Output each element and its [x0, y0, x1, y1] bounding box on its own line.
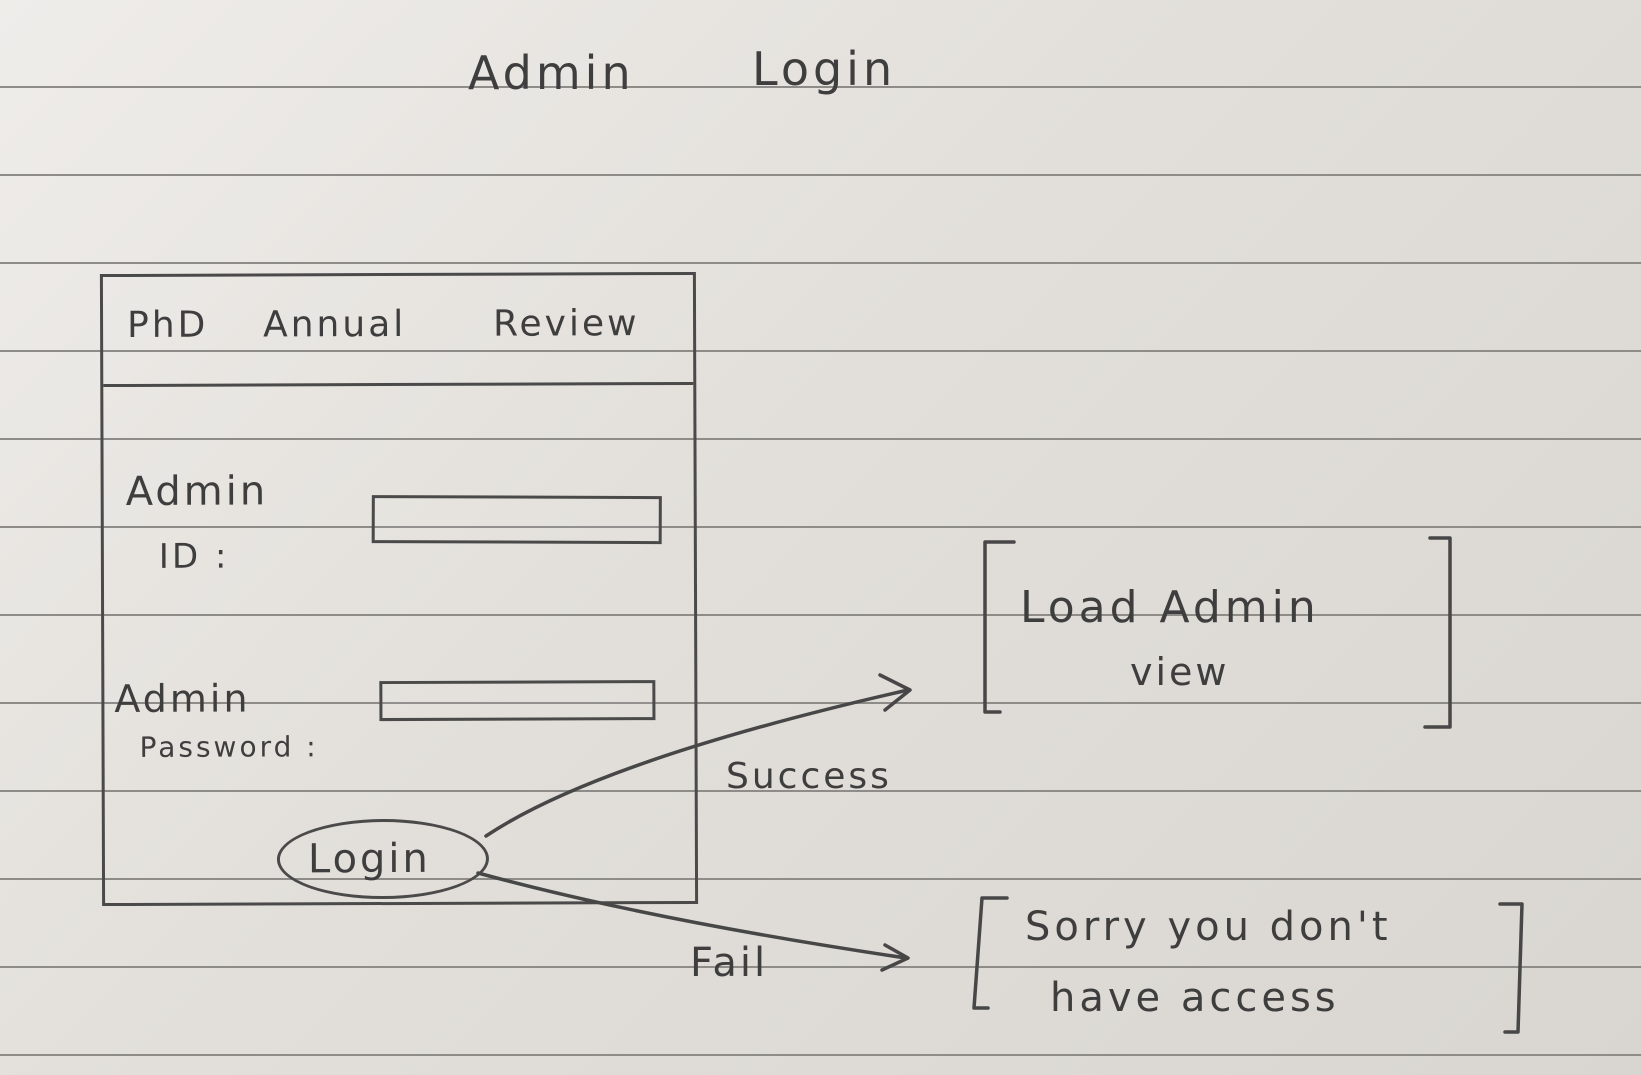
page-title-word-1: Admin: [468, 46, 635, 100]
fail-result-line-1: Sorry you don't: [1025, 904, 1392, 950]
fail-result-right-bracket: [1498, 902, 1524, 1034]
success-result-line-2: view: [1130, 650, 1230, 694]
success-result-left-bracket: [983, 540, 1016, 714]
success-result-right-bracket: [1423, 536, 1452, 729]
success-arrow: [484, 688, 910, 838]
page-title-word-2: Login: [752, 42, 897, 96]
fail-arrow: [476, 871, 908, 960]
fail-label: Fail: [690, 940, 769, 986]
fail-result-left-bracket: [972, 896, 1009, 1010]
fail-arrowhead: [880, 943, 910, 972]
fail-result-line-2: have access: [1050, 975, 1340, 1021]
success-arrowhead: [878, 673, 912, 712]
success-result-line-1: Load Admin: [1020, 582, 1320, 633]
success-label: Success: [726, 756, 892, 797]
